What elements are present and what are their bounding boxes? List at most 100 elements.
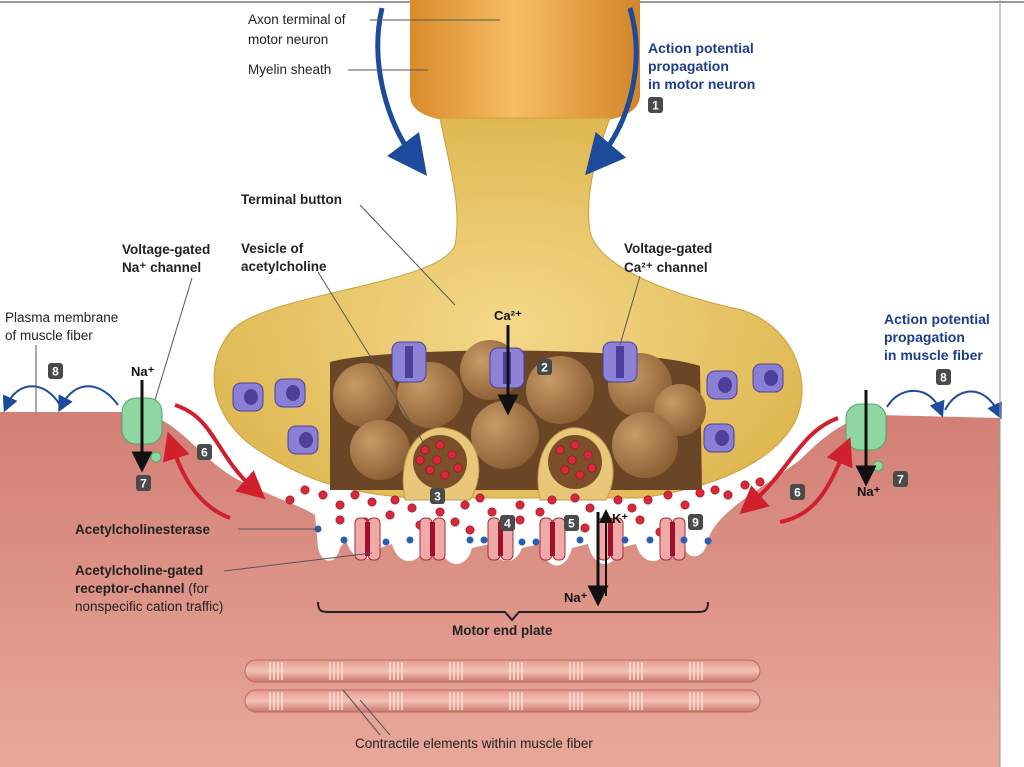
- acetylcholine-molecule: [435, 440, 445, 450]
- ca-channel-protein: [274, 378, 306, 408]
- acetylcholine-molecule: [755, 477, 765, 487]
- acetylcholine-molecule: [635, 515, 645, 525]
- step-badge-s7b: 7: [893, 471, 908, 487]
- acetylcholine-molecule: [547, 495, 557, 505]
- ion-na-right: Na⁺: [857, 484, 881, 499]
- acetylcholine-molecule: [420, 445, 430, 455]
- acetylcholine-molecule: [570, 493, 580, 503]
- ion-k: K⁺: [612, 511, 628, 526]
- step-number: 1: [652, 99, 659, 113]
- ion-ca: Ca²⁺: [494, 308, 522, 323]
- acetylcholine-molecule: [447, 450, 457, 460]
- step-badge-s5: 5: [564, 515, 579, 531]
- step-badge-s8b: 8: [936, 369, 951, 385]
- acetylcholine-molecule: [723, 490, 733, 500]
- acetylcholine-molecule: [710, 485, 720, 495]
- step-badge-s9: 9: [688, 514, 703, 530]
- acetylcholine-molecule: [407, 503, 417, 513]
- acetylcholine-molecule: [555, 445, 565, 455]
- acetylcholine-molecule: [695, 488, 705, 498]
- acetylcholine-molecule: [460, 500, 470, 510]
- step-badge-s7a: 7: [136, 475, 151, 491]
- acetylcholinesterase-molecule: [382, 538, 390, 546]
- label-ach-receptor-3: nonspecific cation traffic): [75, 599, 223, 614]
- ion-na-center: Na⁺: [564, 590, 588, 605]
- label-contractile-elements: Contractile elements within muscle fiber: [355, 736, 593, 751]
- acetylcholinesterase-molecule: [406, 536, 414, 544]
- acetylcholinesterase-molecule: [704, 537, 712, 545]
- label-axon-terminal-2: motor neuron: [248, 32, 328, 47]
- axon-myelin-sheath: [410, 0, 640, 125]
- step-number: 2: [541, 361, 548, 375]
- acetylcholine-receptors: [354, 517, 686, 561]
- acetylcholine-molecule: [453, 463, 463, 473]
- acetylcholine-molecule: [567, 455, 577, 465]
- action-potential-motor-arrows: [375, 7, 639, 177]
- label-plasma-membrane: Plasma membrane: [5, 310, 118, 325]
- acetylcholinesterase-molecule: [480, 536, 488, 544]
- acetylcholine-molecule: [740, 480, 750, 490]
- label-vg-na-2: Na⁺ channel: [122, 260, 201, 275]
- step-badge-s3: 3: [430, 488, 445, 504]
- leader-lines: [35, 19, 641, 736]
- acetylcholine-molecule: [440, 470, 450, 480]
- action-potential-muscle-arrows: [2, 385, 1002, 420]
- step-badge-s6b: 6: [790, 484, 805, 500]
- local-current-arrows: [162, 403, 853, 524]
- label-plasma-membrane-2: of muscle fiber: [5, 328, 93, 343]
- acetylcholine-molecule: [385, 510, 395, 520]
- acetylcholinesterase-molecule: [466, 536, 474, 544]
- acetylcholinesterase-molecules: [314, 525, 712, 546]
- label-myelin-sheath: Myelin sheath: [248, 62, 331, 77]
- acetylcholinesterase-molecule: [576, 536, 584, 544]
- acetylcholine-molecule: [575, 470, 585, 480]
- acetylcholine-molecule: [300, 485, 310, 495]
- acetylcholine-molecule: [570, 440, 580, 450]
- label-ap-motor-3: in motor neuron: [648, 76, 755, 92]
- step-number: 8: [940, 371, 947, 385]
- step-badge-s1: 1: [648, 97, 663, 113]
- acetylcholine-molecule: [680, 500, 690, 510]
- acetylcholine-molecule: [335, 500, 345, 510]
- ca-channel-protein: [703, 423, 735, 453]
- acetylcholine-molecule: [487, 507, 497, 517]
- label-for: (for: [185, 581, 210, 596]
- step-badge-s6a: 6: [197, 444, 212, 460]
- label-ach-receptor: Acetylcholine-gated: [75, 563, 203, 578]
- label-receptor-channel: receptor-channel: [75, 581, 185, 596]
- acetylcholinesterase-molecule: [646, 536, 654, 544]
- acetylcholine-molecule: [435, 507, 445, 517]
- acetylcholinesterase-molecule: [532, 538, 540, 546]
- label-vesicle-2: acetylcholine: [241, 259, 327, 274]
- acetylcholine-molecule: [425, 465, 435, 475]
- acetylcholine-molecule: [583, 450, 593, 460]
- step-number: 5: [568, 517, 575, 531]
- label-terminal-button: Terminal button: [241, 192, 342, 207]
- acetylcholinesterase-molecule: [680, 536, 688, 544]
- acetylcholine-molecule: [350, 490, 360, 500]
- step-badge-s2: 2: [537, 359, 552, 375]
- ca-channel-protein: [752, 363, 784, 393]
- acetylcholine-molecule: [535, 507, 545, 517]
- acetylcholine-molecule: [367, 497, 377, 507]
- acetylcholine-molecule: [515, 500, 525, 510]
- calcium-channel-proteins: [232, 363, 784, 455]
- step-number: 8: [52, 365, 59, 379]
- label-ap-muscle-2: propagation: [884, 329, 965, 345]
- ach-receptor-channel: [659, 517, 686, 561]
- step-number: 7: [897, 473, 904, 487]
- ca-channel-protein: [706, 370, 738, 400]
- ion-flow-arrows: [131, 325, 877, 607]
- step-number: 6: [201, 446, 208, 460]
- label-ap-muscle: Action potential: [884, 311, 990, 327]
- acetylcholinesterase-molecule: [621, 536, 629, 544]
- step-number: 9: [692, 516, 699, 530]
- label-axon-terminal: Axon terminal of: [248, 12, 346, 27]
- label-vg-ca: Voltage-gated: [624, 241, 712, 256]
- acetylcholine-molecule: [415, 455, 425, 465]
- acetylcholine-molecule: [515, 515, 525, 525]
- acetylcholine-molecule: [390, 495, 400, 505]
- ca-channel-protein: [287, 425, 319, 455]
- motor-end-plate-bracket: [317, 601, 709, 622]
